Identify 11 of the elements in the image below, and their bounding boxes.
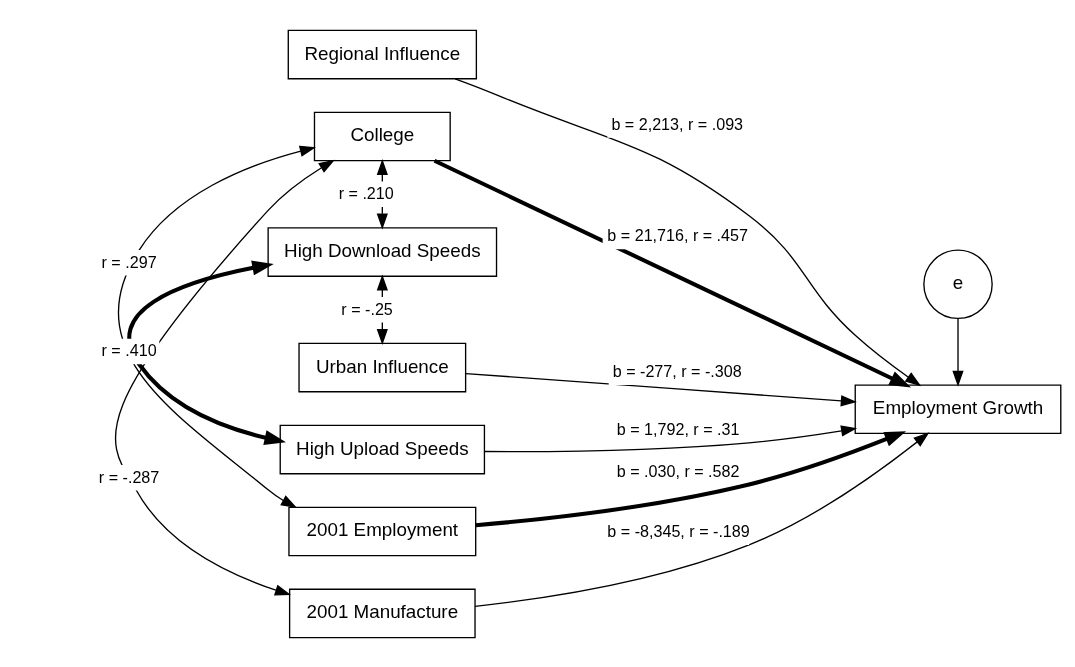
edge-label: b = 21,716, r = .457 [607, 225, 748, 244]
edge-label: b = -8,345, r = -.189 [607, 521, 750, 540]
edge-label: r = -.25 [341, 299, 393, 318]
edge-label: r = .410 [101, 340, 157, 359]
edge-label: b = .030, r = .582 [616, 461, 740, 480]
edge-label: r = .297 [101, 252, 157, 271]
edge-label: b = -277, r = -.308 [612, 361, 742, 380]
edge-label: r = -.287 [98, 467, 160, 486]
edge-label: r = .210 [338, 183, 394, 202]
edge-label: b = 2,213, r = .093 [611, 114, 744, 133]
edge-label: b = 1,792, r = .31 [616, 419, 740, 438]
